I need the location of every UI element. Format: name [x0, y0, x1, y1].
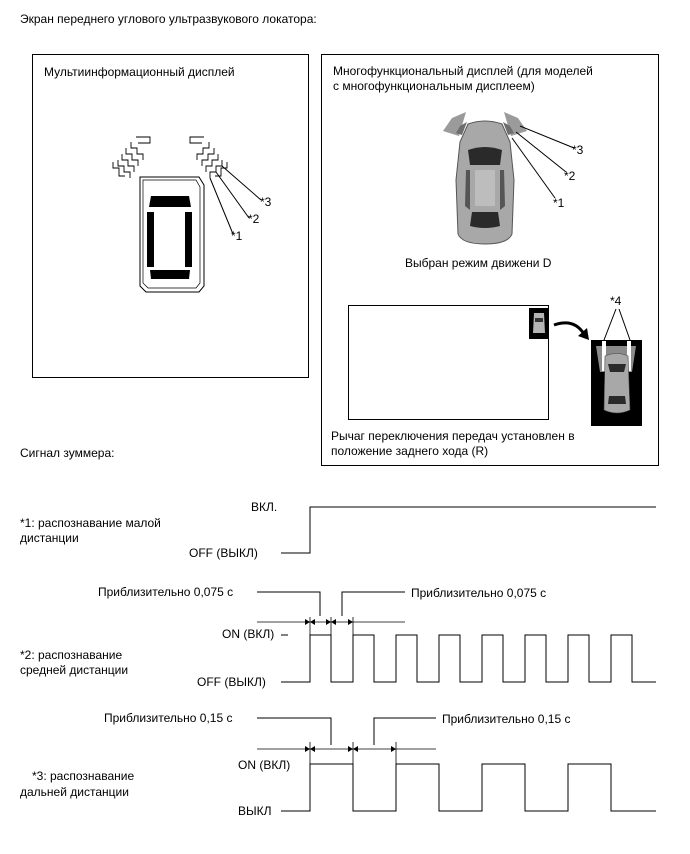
signal2-on-label: ON (ВКЛ) [222, 627, 275, 641]
page-title: Экран переднего углового ультразвукового… [20, 12, 317, 26]
reverse-caption-line1: Рычаг переключения передач установлен в [331, 429, 575, 443]
signal2-off-label: OFF (ВЫКЛ) [197, 675, 266, 689]
signal2-label-line2: средней дистанции [20, 663, 129, 677]
signal3-approx-right: Приблизительно 0,15 с [442, 712, 571, 726]
signal3-off-label: ВЫКЛ [238, 804, 272, 818]
mfd-callout-1: *1 [553, 196, 565, 210]
reverse-caption-line2: положение заднего хода (R) [331, 444, 489, 458]
signal2-approx-left: Приблизительно 0,075 с [98, 585, 234, 599]
multi-info-display-panel [32, 54, 309, 378]
buzzer-title: Сигнал зуммера: [20, 446, 115, 460]
signal1-label-line1: *1: распознавание малой [20, 516, 161, 530]
signal3-label-line2: дальней дистанции [20, 785, 129, 799]
mid-callout-1: *1 [231, 229, 243, 243]
mfd-callout-2: *2 [564, 169, 576, 183]
signal2-label-line1: *2: распознавание [20, 648, 123, 662]
multifunction-display-title-line2: с многофункциональным дисплеем) [333, 79, 535, 93]
signal1-on-label: ВКЛ. [251, 500, 278, 514]
mid-callout-2: *2 [248, 212, 260, 226]
mfd-callout-3: *3 [572, 143, 584, 157]
drive-mode-caption: Выбран режим движени D [405, 256, 552, 270]
multifunction-display-panel [321, 54, 659, 466]
callout-4: *4 [610, 294, 622, 308]
mid-callout-3: *3 [260, 195, 272, 209]
reverse-screen [348, 305, 549, 420]
signal3-label-line1: *3: распознавание [32, 769, 135, 783]
multifunction-display-title-line1: Многофункциональный дисплей (для моделей [333, 64, 593, 78]
signal2-approx-right: Приблизительно 0,075 с [411, 586, 547, 600]
signal3-on-label: ON (ВКЛ) [238, 758, 291, 772]
signal1-off-label: OFF (ВЫКЛ) [189, 546, 258, 560]
multi-info-display-title: Мультиинформационный дисплей [44, 65, 235, 79]
signal1-label-line2: дистанции [20, 531, 79, 545]
signal3-approx-left: Приблизительно 0,15 с [104, 711, 233, 725]
